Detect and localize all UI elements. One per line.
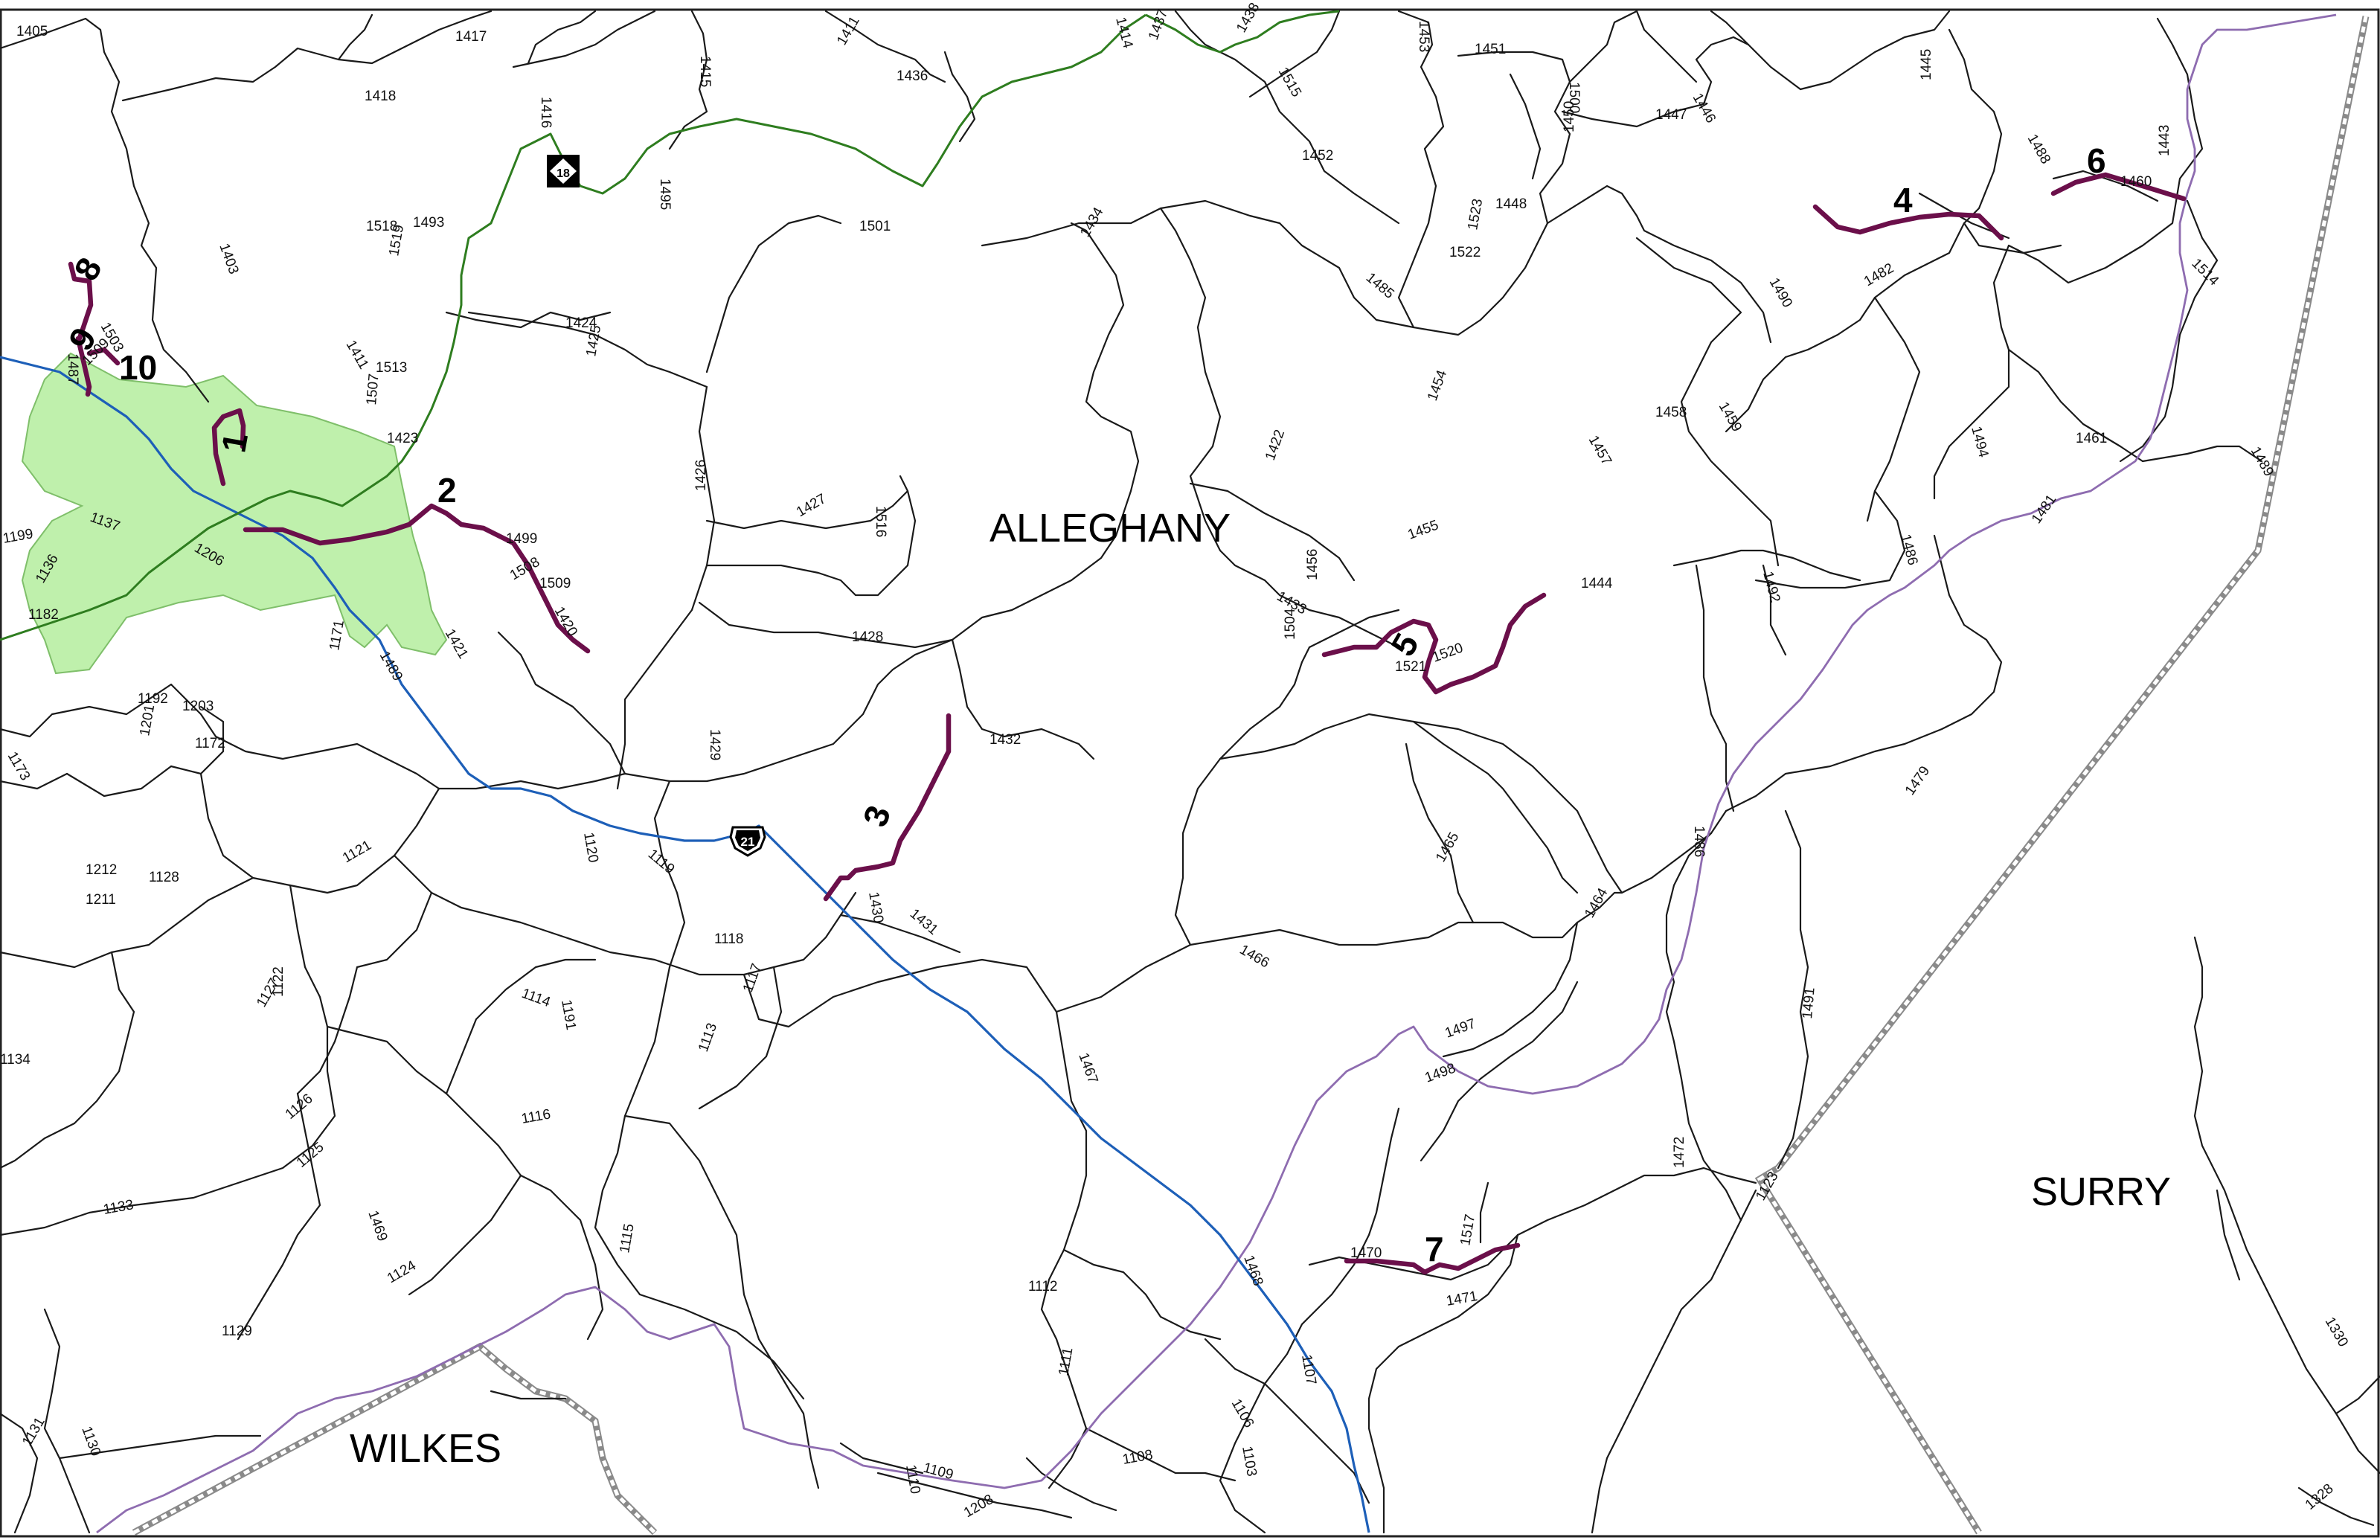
route-label: 1432 — [989, 732, 1021, 748]
route-label: 1491 — [1800, 986, 1818, 1019]
segment-6-line — [2050, 172, 2187, 202]
route-label: 1182 — [28, 607, 59, 623]
route-label: 1423 — [387, 431, 418, 446]
segment-5-line — [1321, 592, 1547, 695]
secondary-roads — [0, 10, 2380, 1534]
route-label: 1486 — [1691, 826, 1707, 857]
segment-2-line — [243, 503, 591, 654]
route-label: 1112 — [1028, 1279, 1057, 1294]
segment-9-line — [75, 336, 92, 397]
route-label: 1507 — [364, 373, 382, 405]
segment-3-line — [823, 713, 952, 902]
route-label: 1212 — [86, 862, 117, 878]
us-21-shield: 21 — [729, 826, 766, 857]
route-label: 1405 — [16, 24, 48, 39]
route-label: 1453 — [1416, 21, 1431, 52]
nc-18-shield: 18 — [547, 155, 580, 187]
svg-text:21: 21 — [741, 835, 755, 849]
segment-8-line — [68, 261, 94, 345]
county-label-alleghany: ALLEGHANY — [989, 506, 1231, 551]
route-label: 1428 — [852, 629, 883, 645]
route-label: 1192 — [138, 691, 168, 707]
route-label: 1500 — [1566, 82, 1582, 113]
map-frame — [0, 8, 2380, 1538]
segment-10-line — [86, 347, 121, 366]
svg-text:18: 18 — [556, 167, 570, 180]
segment-label-6: 6 — [2087, 141, 2106, 180]
route-label: 1499 — [506, 531, 537, 547]
parkway-road — [96, 13, 2337, 1534]
segment-4-line — [1812, 204, 2004, 241]
route-label: 1122 — [271, 966, 286, 997]
route-label: 1429 — [707, 729, 722, 760]
route-label: 1487 — [65, 353, 80, 385]
route-label: 1472 — [1672, 1137, 1687, 1168]
segment-label-2: 2 — [437, 471, 457, 510]
us-21-road — [0, 356, 1370, 1533]
route-label: 1447 — [1655, 107, 1687, 123]
segment-label-4: 4 — [1893, 181, 1913, 219]
route-label: 1129 — [222, 1324, 252, 1339]
route-label: 1460 — [2120, 174, 2152, 190]
route-label: 1445 — [1919, 49, 1934, 80]
route-label: 1493 — [413, 215, 444, 231]
route-label: 1470 — [1350, 1245, 1382, 1261]
nc-18-road — [0, 13, 1146, 641]
route-label: 1211 — [86, 892, 116, 908]
route-label: 1461 — [2076, 431, 2107, 446]
route-label: 1504 — [1283, 608, 1298, 640]
route-label: 1458 — [1655, 405, 1687, 420]
route-label: 1436 — [896, 68, 928, 84]
route-label: 1426 — [693, 460, 709, 491]
route-label: 1118 — [714, 931, 743, 947]
county-label-surry: SURRY — [2031, 1170, 2171, 1214]
route-label: 1444 — [1581, 576, 1613, 591]
segment-7-line — [1344, 1242, 1521, 1275]
route-label: 1417 — [455, 29, 487, 45]
route-label: 1448 — [1495, 196, 1527, 212]
segment-label-10: 10 — [119, 348, 157, 387]
county-label-wilkes: WILKES — [350, 1426, 501, 1471]
route-label: 1518 — [366, 219, 397, 234]
route-label: 1443 — [2157, 125, 2172, 156]
route-label: 1452 — [1302, 148, 1333, 164]
route-label: 1451 — [1475, 42, 1506, 57]
route-label: 1513 — [376, 360, 407, 376]
route-label: 1134 — [0, 1052, 31, 1068]
route-label: 1418 — [365, 89, 396, 104]
route-label: 1203 — [182, 699, 214, 714]
segment-1-line — [211, 408, 246, 487]
segment-label-7: 7 — [1425, 1230, 1444, 1268]
route-label: 1415 — [697, 56, 713, 87]
route-label: 1424 — [565, 315, 597, 331]
route-label: 1172 — [195, 736, 225, 751]
route-label: 1450 — [1562, 101, 1577, 132]
route-label: 1128 — [149, 870, 179, 885]
route-label: 1521 — [1395, 659, 1426, 675]
route-label: 1501 — [859, 219, 891, 234]
route-label: 1509 — [539, 576, 571, 591]
route-label: 1516 — [873, 506, 888, 537]
route-label: 1522 — [1449, 245, 1481, 260]
route-label: 1416 — [538, 97, 554, 128]
nc-18-spur — [1145, 10, 1340, 54]
highlighted-segments — [68, 172, 2187, 1275]
route-label: 1495 — [657, 179, 673, 210]
route-label: 1456 — [1305, 549, 1321, 580]
